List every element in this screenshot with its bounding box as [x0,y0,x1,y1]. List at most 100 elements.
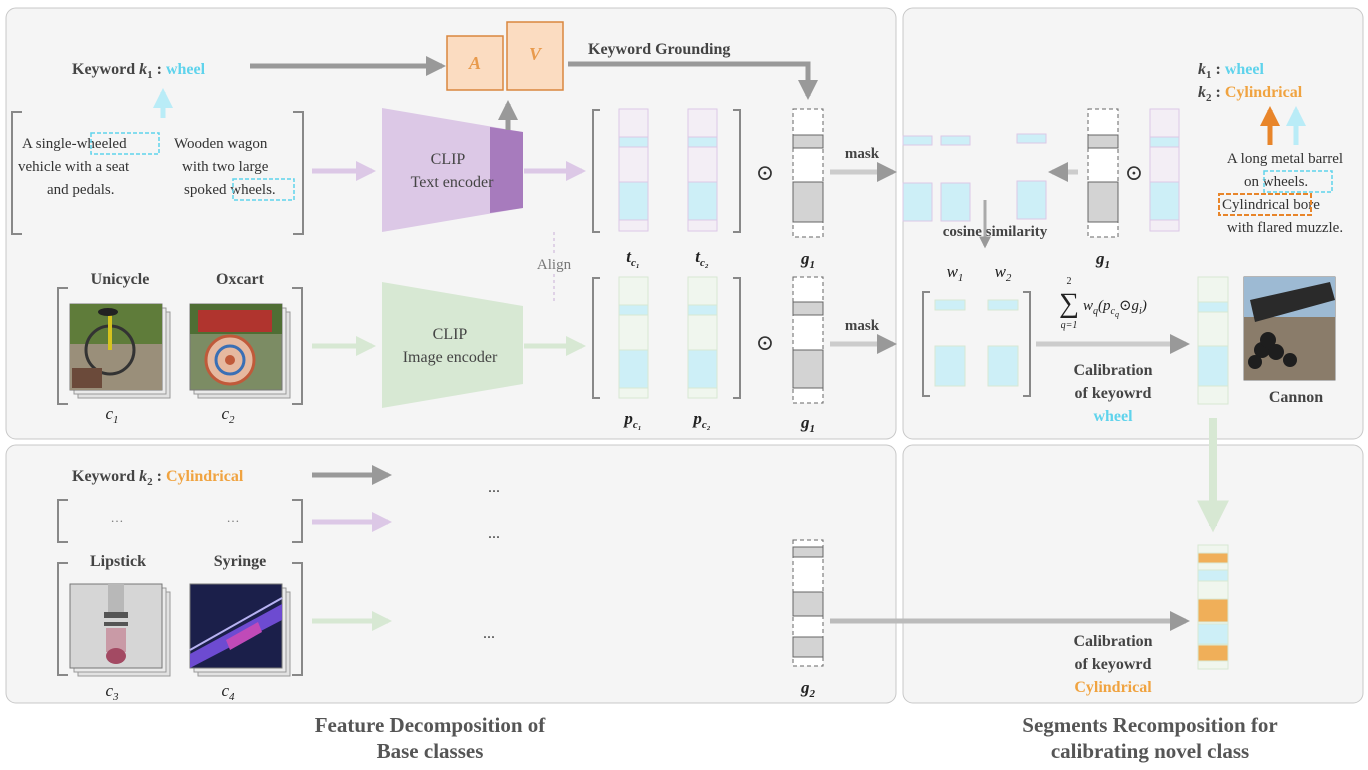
keyword-grounding-label: Keyword Grounding [588,41,730,58]
attn-a-box [446,35,504,91]
cannon-desc-line3: Cylindrical bore [1222,197,1320,213]
cannon-desc-line1: A long metal barrel [1227,151,1343,167]
calib2-line3: Cylindrical [1074,679,1152,696]
attn-v-label: V [529,44,543,64]
svg-text:q=1: q=1 [1061,320,1078,331]
title-left-line2: Base classes [376,739,484,763]
ellipsis-3: ... [483,625,495,642]
cosine-similarity-label: cosine similarity [943,224,1048,240]
desc2-line1: Wooden wagon [174,136,268,152]
syringe-image [189,583,283,669]
calibrated-feature-cylindrical [1197,544,1229,670]
grounding-mask-g1-top [792,108,824,238]
wheels-highlight-right [1263,170,1333,193]
calib1-line3: wheel [1093,408,1133,425]
image-feature-vector-2 [687,276,718,399]
w2-label: w2 [995,262,1012,284]
mask-label-bottom: mask [845,318,880,334]
weighted-bracket-left [922,291,930,397]
k1-text: k1 : wheel [1198,61,1264,81]
text-encoder-label-1: CLIP [431,151,466,168]
panel-bottom-right [902,444,1364,704]
clip-image-encoder [382,282,523,408]
summation-formula: 2 ∑ q=1 wq(pcq⊙gi) [1059,276,1147,331]
grounding-mask-g2 [792,539,824,667]
svg-text:wq(pcq⊙gi): wq(pcq⊙gi) [1083,298,1147,319]
title-left-line1: Feature Decomposition of [314,713,546,737]
weighted-features [934,299,1019,387]
attn-a-label: A [468,53,481,73]
text-feature-bracket-left [592,109,600,233]
small-ellipsis-1: … [111,510,124,525]
calib2-line2: of keyowrd [1075,656,1152,673]
grounding-mask-g1-bottom [792,276,824,404]
image-bracket-right [292,287,303,405]
cannon-desc-line2: on wheels. [1244,174,1308,190]
class-var-c2: c2 [221,404,235,426]
image-encoder-label-1: CLIP [433,326,468,343]
cylindrical-highlight [1218,193,1312,216]
image-bracket-left [57,287,68,405]
odot-symbol-1: ⊙ [756,160,774,185]
class-var-c3: c3 [105,681,119,703]
text-encoder-label-2: Text encoder [411,174,495,191]
title-left: Feature Decomposition of Base classes [230,712,630,764]
cannon-image [1243,276,1336,381]
clip-text-encoder [382,108,523,232]
keyword1-text: Keyword k1 : wheel [72,61,206,81]
image-feature-vector-1 [618,276,649,399]
novel-text-feature [1149,108,1180,232]
calibrated-feature-wheel [1197,276,1229,405]
wheeled-highlight [90,132,160,155]
class-name-syringe: Syringe [214,553,266,570]
class-name-oxcart: Oxcart [216,271,265,288]
g2-label: g2 [800,678,816,700]
title-right-line2: calibrating novel class [1050,739,1250,763]
text-feature-vector-2 [687,108,718,232]
g1-label-top: g1 [800,249,815,271]
title-right-line1: Segments Recomposition for [1022,713,1278,737]
bottom-image-bracket-left [57,562,68,676]
k2-text: k2 : Cylindrical [1198,84,1303,104]
image-feature-label-1: pc₁ [622,409,641,431]
text-feature-vector-1 [618,108,649,232]
oxcart-image [189,303,283,391]
calib1-line1: Calibration [1073,362,1152,379]
lipstick-image [69,583,163,669]
odot-symbol-3: ⊙ [1125,160,1143,185]
g1-label-right: g1 [1095,249,1110,271]
image-feature-bracket-right [733,277,741,399]
ellipsis-2: ... [488,525,500,542]
desc2-line3: spoked wheels. [184,182,276,198]
text-encoder-head [490,127,523,213]
weighted-bracket-right [1023,291,1031,397]
text-feature-bracket-right [733,109,741,233]
class-var-c1: c1 [105,404,118,426]
image-feature-bracket-left [592,277,600,399]
wheels-highlight [232,178,295,201]
svg-text:2: 2 [1067,276,1072,287]
desc1-line2: vehicle with a seat [18,159,130,175]
keyword-grounding-arrow [568,61,818,100]
unicycle-image [69,303,163,391]
text-bracket-right [293,111,304,235]
small-ellipsis-2: … [227,510,240,525]
svg-text:∑: ∑ [1059,288,1079,319]
g1-label-bottom: g1 [800,413,815,435]
title-right: Segments Recomposition for calibrating n… [945,712,1355,764]
class-name-lipstick: Lipstick [90,553,146,570]
keyword2-text: Keyword k2 : Cylindrical [72,468,244,488]
grounding-mask-g1-right [1087,108,1119,238]
mask-label-top: mask [845,146,880,162]
calib1-line2: of keyowrd [1075,385,1152,402]
desc1-line3: and pedals. [47,182,114,198]
calib2-line1: Calibration [1073,633,1152,650]
text-feature-label-1: tc₁ [626,247,639,269]
w1-label: w1 [947,262,964,284]
odot-symbol-2: ⊙ [756,330,774,355]
desc2-line2: with two large [182,159,269,175]
text-bracket-left [11,111,22,235]
cannon-desc-line4: with flared muzzle. [1227,220,1343,236]
bottom-text-bracket-left [57,499,68,543]
